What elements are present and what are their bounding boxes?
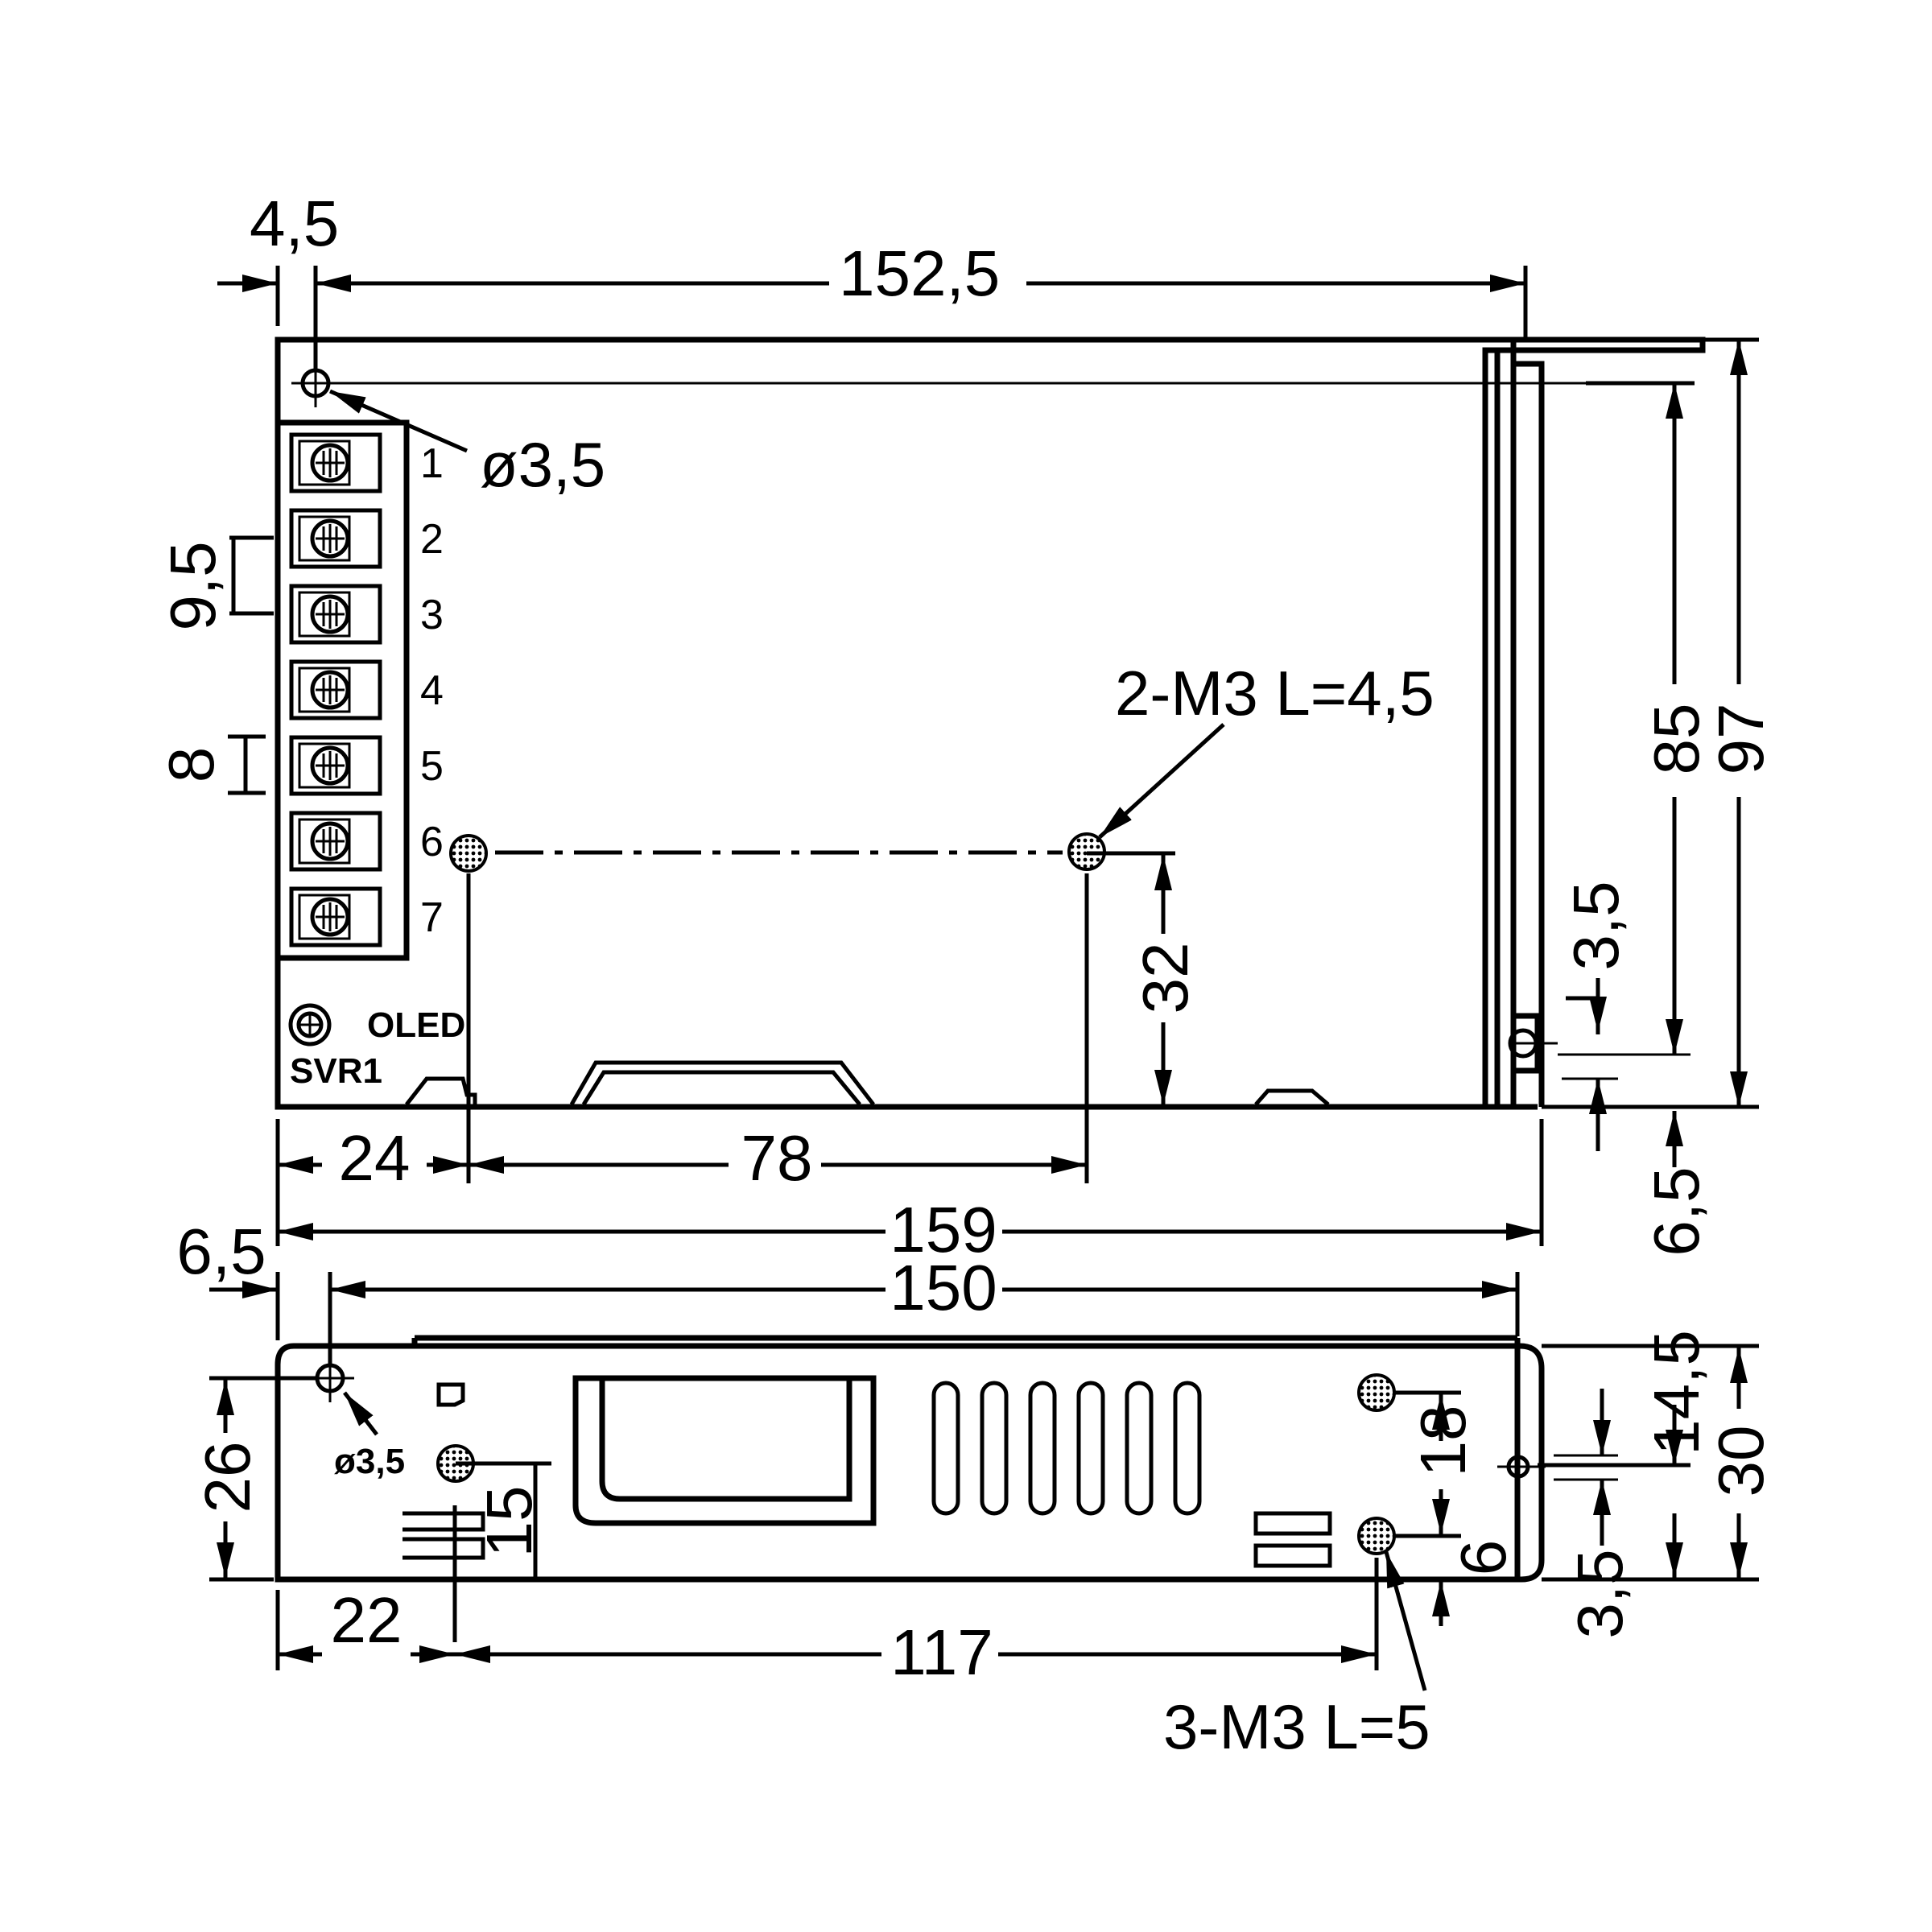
vent-slots xyxy=(931,1381,1202,1516)
dim-side-30: 30 xyxy=(1705,1426,1777,1497)
terminal-7: 7 xyxy=(289,886,444,947)
dim-screw-span-78: 78 xyxy=(741,1122,813,1194)
top-screw-callout: 2-M3 L=4,5 xyxy=(1115,658,1435,729)
terminal-number: 1 xyxy=(420,440,444,487)
dim-side-3_5: 3,5 xyxy=(1560,881,1632,970)
side-small-tab xyxy=(436,1382,465,1407)
terminal-1: 1 xyxy=(289,432,444,493)
vent-slot xyxy=(1028,1381,1057,1516)
dim-height-85: 85 xyxy=(1641,704,1712,775)
vent-slot xyxy=(931,1381,960,1516)
dim-side-150: 150 xyxy=(890,1252,997,1323)
terminal-number: 3 xyxy=(420,592,444,638)
side-housing-outline xyxy=(275,1343,1545,1583)
dim-side-117: 117 xyxy=(890,1616,993,1688)
side-mount-hole-label: ø3,5 xyxy=(334,1442,405,1481)
dim-side-6: 6 xyxy=(1447,1540,1519,1576)
dim-screw-height-32: 32 xyxy=(1129,943,1201,1014)
vent-slot xyxy=(1076,1381,1105,1516)
dim-top-152_5: 152,5 xyxy=(839,237,1000,309)
side-window xyxy=(572,1375,877,1526)
vent-slot xyxy=(980,1381,1009,1516)
top-view: ø3,5 1 2 3 4 5 6 7 OLED SVR1 2-M3 L=4,5 xyxy=(155,188,1777,1265)
terminal-4: 4 xyxy=(289,659,444,720)
terminal-number: 7 xyxy=(420,894,444,941)
terminal-3: 3 xyxy=(289,584,444,645)
side-screw-callout: 3-M3 L=5 xyxy=(1163,1691,1430,1762)
dim-side-3_5: 3,5 xyxy=(1564,1549,1636,1638)
terminal-5: 5 xyxy=(289,735,444,796)
dim-height-97: 97 xyxy=(1705,704,1777,775)
dim-terminal-pitch: 9,5 xyxy=(157,541,229,630)
terminal-number: 5 xyxy=(420,743,444,790)
dim-top-4_5: 4,5 xyxy=(250,188,339,259)
top-screw-callout-leader xyxy=(1098,723,1225,839)
right-flange xyxy=(1485,336,1545,1107)
terminal-number: 2 xyxy=(420,516,444,563)
dim-bottom-6_5: 6,5 xyxy=(1641,1166,1712,1256)
terminal-2: 2 xyxy=(289,508,444,569)
dim-side-22: 22 xyxy=(331,1584,402,1656)
svr1-label: SVR1 xyxy=(290,1051,382,1091)
dim-side-6_5: 6,5 xyxy=(176,1216,266,1287)
dim-terminal-width: 8 xyxy=(155,747,227,783)
top-screw-left xyxy=(449,834,488,873)
dim-side-14_5: 14,5 xyxy=(1641,1330,1712,1455)
dim-side-15: 15 xyxy=(473,1486,545,1558)
side-view: ø3,5 15 18 6 3,5 14,5 xyxy=(176,1216,1777,1762)
top-mount-hole-label: ø3,5 xyxy=(480,429,605,500)
side-screw-top xyxy=(1357,1373,1396,1412)
base-ridge xyxy=(569,1060,875,1106)
vent-slot xyxy=(1125,1381,1154,1516)
led-label: OLED xyxy=(367,1005,465,1045)
base-tab-left xyxy=(405,1076,477,1106)
svr1-potentiometer xyxy=(288,1003,332,1046)
dim-screw-left-24: 24 xyxy=(339,1122,411,1194)
side-screw-bottom xyxy=(1357,1517,1396,1555)
terminal-number: 4 xyxy=(420,667,444,714)
base-bump xyxy=(1254,1088,1330,1106)
dim-side-26: 26 xyxy=(192,1442,263,1513)
side-right-marks xyxy=(1253,1511,1332,1568)
terminal-number: 6 xyxy=(420,819,444,865)
terminal-6: 6 xyxy=(289,811,444,872)
dim-length-159: 159 xyxy=(890,1194,997,1265)
vent-slot xyxy=(1173,1381,1202,1516)
dim-side-18: 18 xyxy=(1407,1406,1479,1477)
terminal-block: 1 2 3 4 5 6 7 xyxy=(278,419,444,961)
